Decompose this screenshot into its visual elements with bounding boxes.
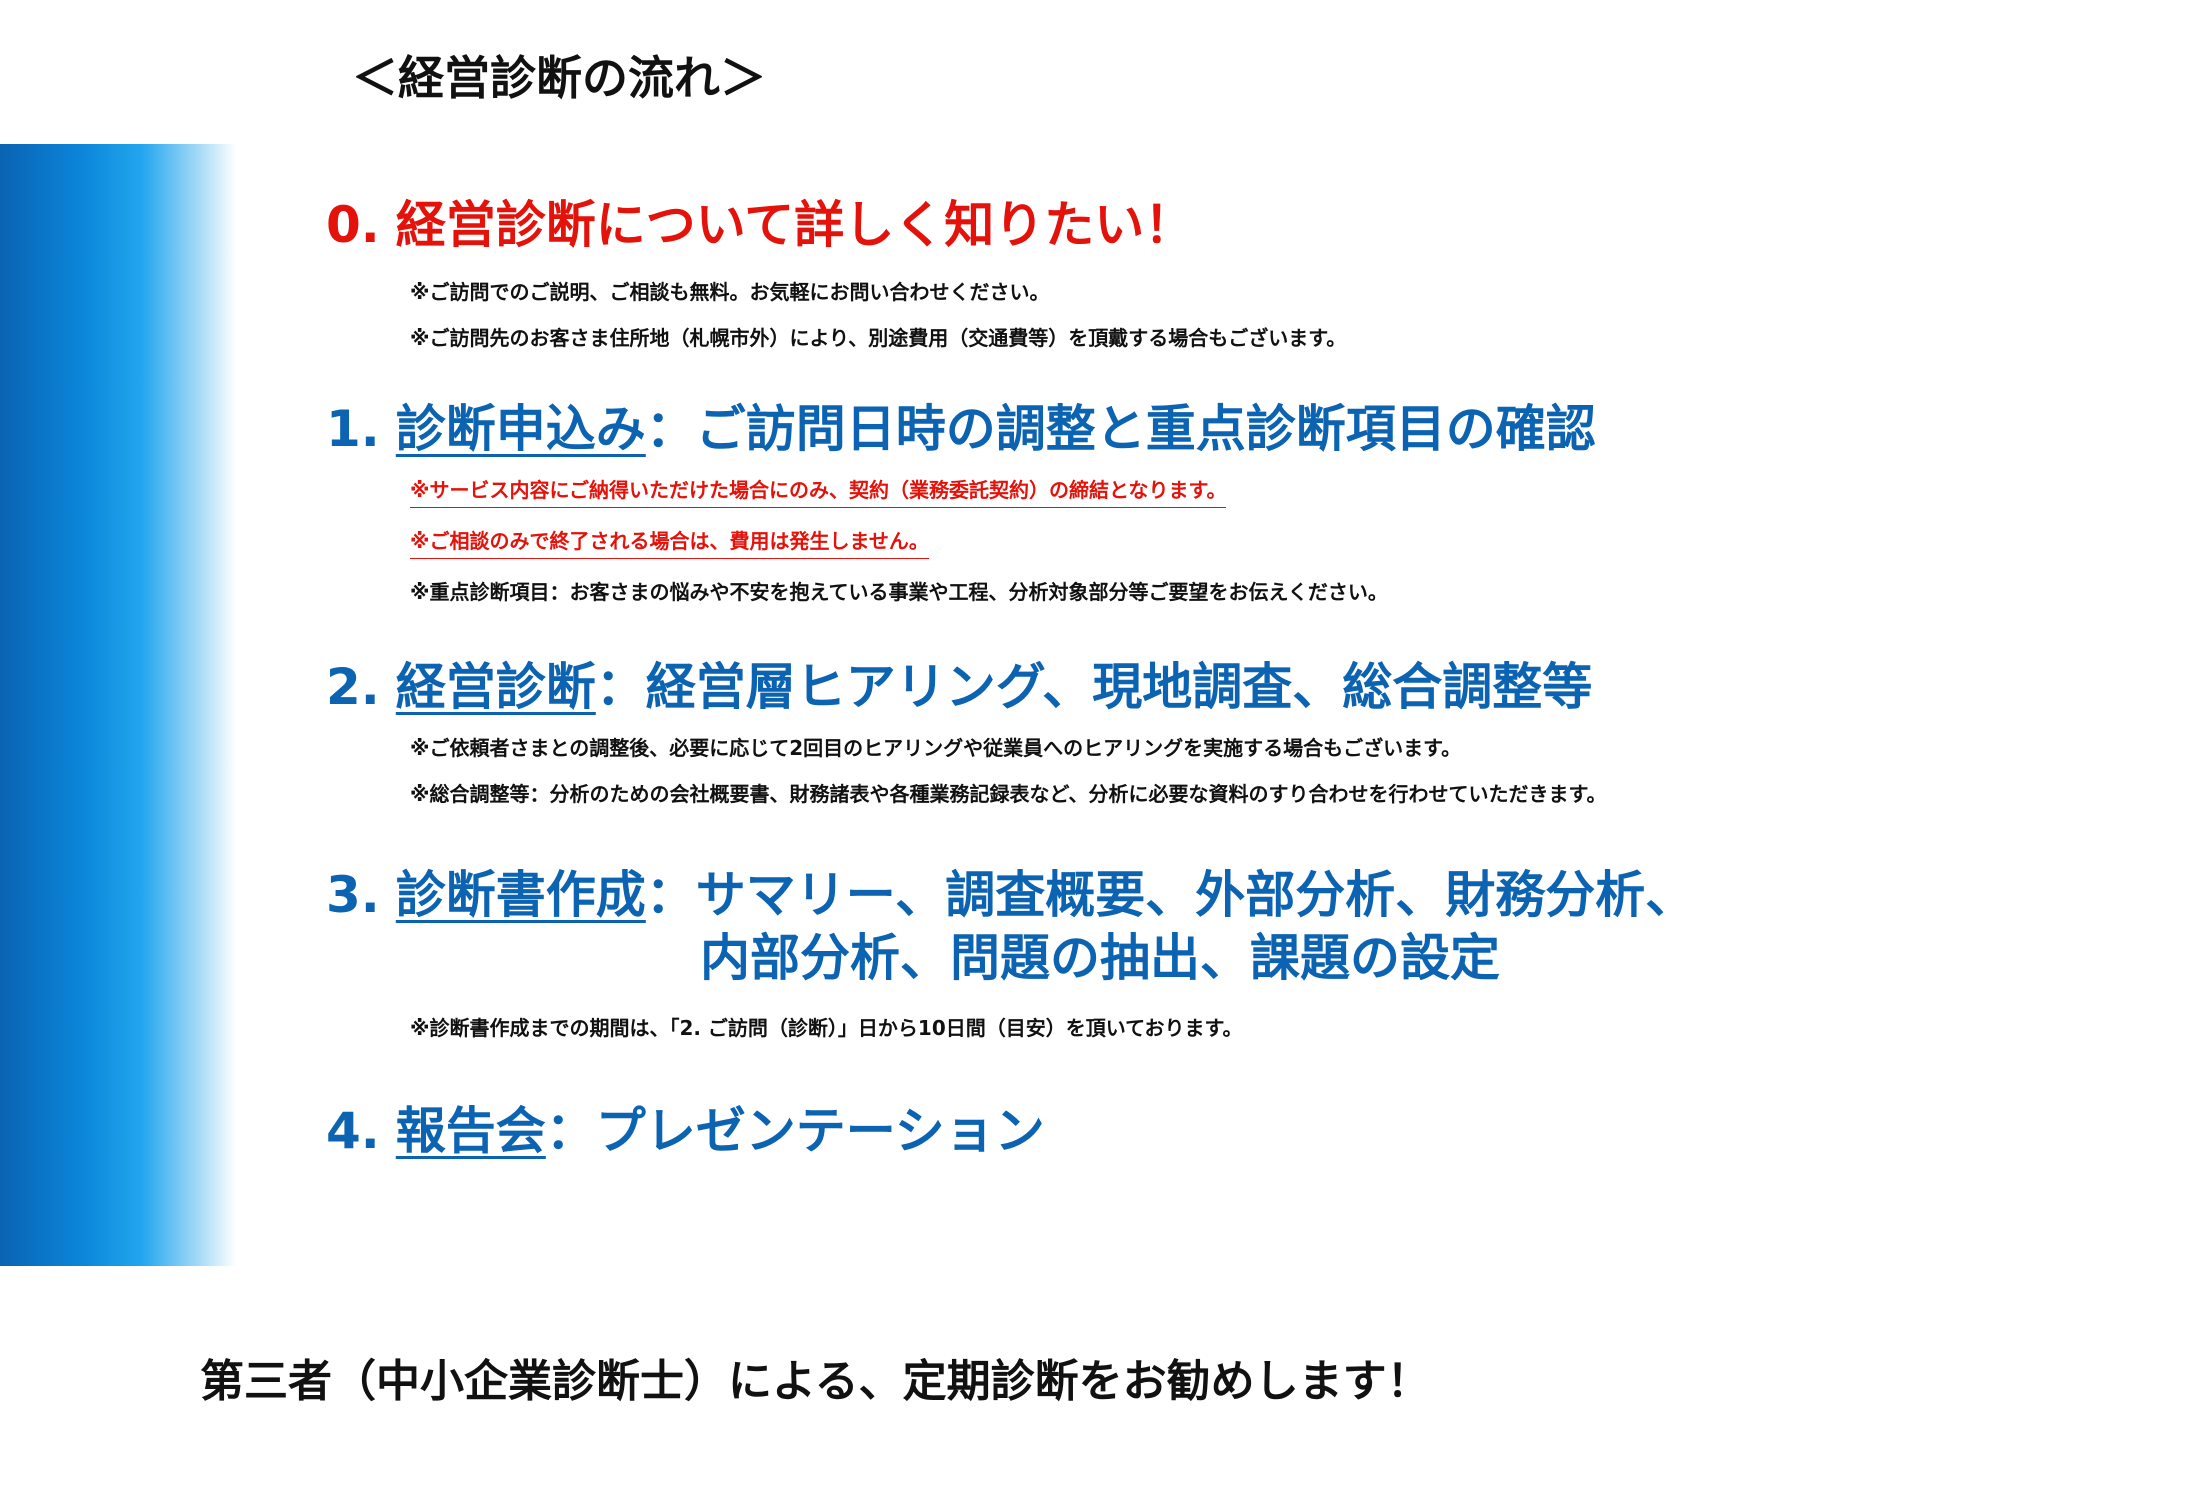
step-0-note-1: ※ご訪問でのご説明、ご相談も無料。お気軽にお問い合わせください。 — [410, 279, 1050, 304]
step-4-desc: ：プレゼンテーション — [545, 1102, 1045, 1160]
step-1-name: 診断申込み — [395, 400, 646, 458]
step-2-number: 2. — [326, 658, 380, 716]
step-1-red-note-2: ※ご相談のみで終了される場合は、費用は発生しません。 — [410, 528, 929, 559]
step-0-number: 0. — [326, 196, 380, 254]
step-1-red-note-1: ※サービス内容にご納得いただけた場合にのみ、契約（業務委託契約）の締結となります… — [410, 477, 1227, 508]
step-3-desc: ：サマリー、調査概要、外部分析、財務分析、 — [645, 866, 1696, 924]
step-4-number: 4. — [326, 1102, 380, 1160]
step-3-heading: 3. 診断書作成：サマリー、調査概要、外部分析、財務分析、 内部分析、問題の抽出、… — [326, 864, 1695, 989]
step-0: 0. 経営診断について詳しく知りたい！ ※ご訪問でのご説明、ご相談も無料。お気軽に… — [326, 194, 1346, 351]
step-1-note-1: ※重点診断項目：お客さまの悩みや不安を抱えている事業や工程、分析対象部分等ご要望… — [410, 579, 1388, 604]
step-0-title: 経営診断について詳しく知りたい！ — [395, 196, 1195, 254]
step-2-note-2: ※総合調整等：分析のための会社概要書、財務諸表や各種業務記録表など、分析に必要な… — [410, 781, 1607, 806]
step-0-note-2: ※ご訪問先のお客さま住所地（札幌市外）により、別途費用（交通費等）を頂戴する場合… — [410, 325, 1347, 350]
step-1: 1. 診断申込み：ご訪問日時の調整と重点診断項目の確認 ※サービス内容にご納得いた… — [326, 398, 1596, 605]
step-2-heading: 2. 経営診断：経営層ヒアリング、現地調査、総合調整等 — [326, 656, 1606, 719]
step-1-number: 1. — [326, 400, 380, 458]
step-0-heading: 0. 経営診断について詳しく知りたい！ — [326, 194, 1346, 257]
step-3-number: 3. — [326, 866, 380, 924]
gradient-band — [0, 144, 236, 1266]
step-2-name: 経営診断 — [395, 658, 596, 716]
step-2: 2. 経営診断：経営層ヒアリング、現地調査、総合調整等 ※ご依頼者さまとの調整後、… — [326, 656, 1606, 807]
step-4-name: 報告会 — [395, 1102, 546, 1160]
page-title: ＜経営診断の流れ＞ — [352, 51, 766, 105]
step-1-desc: ：ご訪問日時の調整と重点診断項目の確認 — [645, 400, 1596, 458]
step-3: 3. 診断書作成：サマリー、調査概要、外部分析、財務分析、 内部分析、問題の抽出、… — [326, 864, 1695, 1041]
step-2-desc: ：経営層ヒアリング、現地調査、総合調整等 — [595, 658, 1593, 716]
step-1-heading: 1. 診断申込み：ご訪問日時の調整と重点診断項目の確認 — [326, 398, 1596, 461]
step-2-note-1: ※ご依頼者さまとの調整後、必要に応じて2回目のヒアリングや従業員へのヒアリングを… — [410, 735, 1462, 760]
step-4: 4. 報告会：プレゼンテーション — [326, 1100, 1045, 1163]
step-3-desc-continued: 内部分析、問題の抽出、課題の設定 — [700, 928, 1500, 987]
footer-recommendation: 第三者（中小企業診断士）による、定期診断をお勧めします！ — [200, 1356, 1431, 1407]
step-4-heading: 4. 報告会：プレゼンテーション — [326, 1100, 1045, 1163]
step-3-name: 診断書作成 — [395, 866, 646, 924]
step-3-note-1: ※診断書作成までの期間は、「2. ご訪問（診断）」日から10日間（目安）を頂いて… — [410, 1016, 1243, 1040]
